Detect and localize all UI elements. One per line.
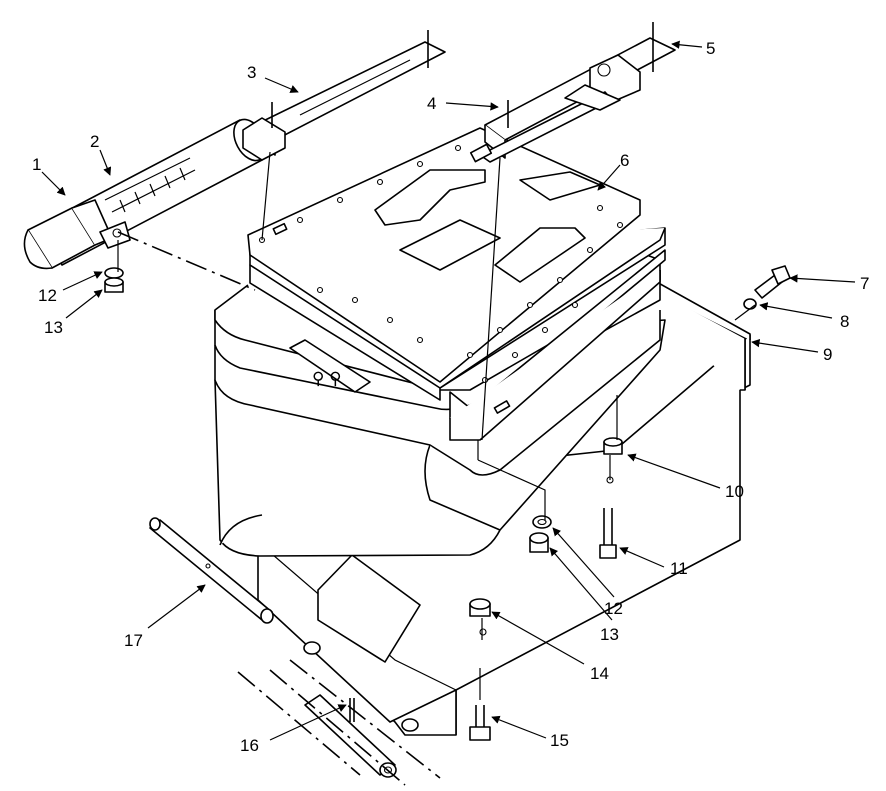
callout-5: 5 [706, 39, 715, 58]
callout-10: 10 [725, 482, 744, 501]
callout-3: 3 [247, 63, 256, 82]
callout-15: 15 [550, 731, 569, 750]
assembly-lines [117, 151, 756, 786]
bolt-11 [599, 508, 617, 559]
arm-5 [469, 22, 676, 163]
callout-6: 6 [620, 151, 629, 170]
callout-labels: 1 2 3 4 5 6 7 8 9 10 11 12 13 12 13 14 1… [32, 39, 869, 755]
callout-2: 2 [90, 132, 99, 151]
callout-16: 16 [240, 736, 259, 755]
nut-left [104, 277, 124, 293]
rod-17 [149, 517, 274, 624]
callout-11: 11 [670, 559, 688, 578]
washer-left [104, 267, 124, 279]
suspension-plate-stack [247, 127, 666, 441]
callout-9: 9 [823, 345, 832, 364]
leader-lines [41, 40, 856, 741]
plate-symbol: ⚲ ⚲ [312, 369, 342, 388]
callout-8: 8 [840, 312, 849, 331]
bolt-7 [754, 265, 791, 299]
callout-13-left: 13 [44, 318, 63, 337]
washer-8 [743, 298, 757, 310]
callout-17: 17 [124, 631, 143, 650]
callout-1: 1 [32, 155, 41, 174]
bolt-15 [469, 705, 491, 741]
nut-right [529, 532, 549, 553]
arm-3 [242, 30, 446, 161]
callout-12-right: 12 [604, 599, 623, 618]
base-plate [257, 334, 751, 736]
callout-13-right: 13 [600, 625, 619, 644]
washer-right [532, 515, 552, 529]
callout-7: 7 [860, 274, 869, 293]
nut-10 [603, 437, 623, 455]
callout-12-left: 12 [38, 286, 57, 305]
callout-14: 14 [590, 664, 609, 683]
nut-14 [469, 598, 491, 617]
callout-4: 4 [427, 94, 436, 113]
